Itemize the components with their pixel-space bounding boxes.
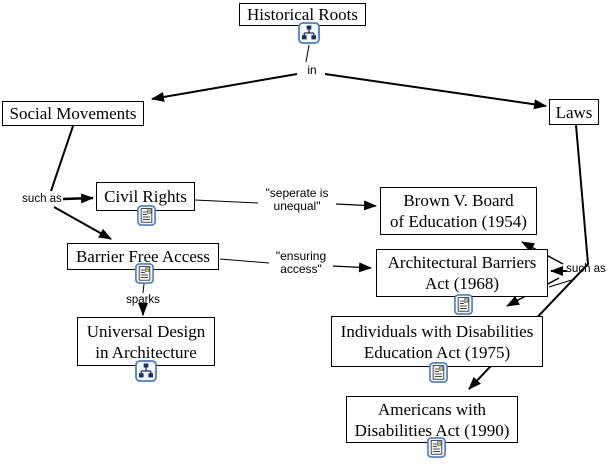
node-brown-v-board[interactable]: Brown V. Board of Education (1954) (380, 187, 537, 235)
link-label-line1: "ensuring (275, 249, 327, 263)
node-architectural-barriers[interactable]: Architectural Barriers Act (1968) (376, 249, 548, 297)
node-label: Laws (555, 102, 593, 122)
node-individuals-disabilities[interactable]: Individuals with Disabilities Education … (331, 316, 543, 367)
node-label-line1: Brown V. Board (403, 191, 514, 210)
node-label-line2: in Architecture (95, 342, 197, 362)
node-label: Civil Rights (104, 187, 187, 206)
node-label-line2: Act (1968) (424, 274, 500, 293)
node-civil-rights[interactable]: Civil Rights (96, 182, 195, 211)
link-label-such-as-left[interactable]: such as (22, 193, 62, 205)
link-label-ensuring-access[interactable]: "ensuring access" (263, 250, 339, 276)
node-social-movements[interactable]: Social Movements (2, 101, 144, 126)
document-icon[interactable] (454, 294, 473, 315)
document-icon[interactable] (427, 437, 446, 458)
link-label-line2: unequal" (273, 199, 321, 213)
node-universal-design[interactable]: Universal Design in Architecture (77, 317, 215, 366)
document-icon[interactable] (429, 362, 448, 383)
node-label-line1: Americans with (377, 399, 487, 419)
sitemap-icon[interactable] (135, 360, 157, 382)
link-label-line2: access" (280, 262, 322, 276)
link-label-such-as-right[interactable]: such as (566, 263, 606, 275)
link-label-line1: "seperate is (265, 186, 329, 200)
sitemap-icon[interactable] (298, 22, 320, 44)
link-label-separate-is-unequal[interactable]: "seperate is unequal" (253, 187, 341, 213)
node-label: Barrier Free Access (75, 247, 211, 266)
node-americans-disabilities[interactable]: Americans with Disabilities Act (1990) (346, 396, 518, 443)
link-label-in[interactable]: in (307, 63, 317, 77)
link-label-sparks[interactable]: sparks (126, 294, 160, 306)
document-icon[interactable] (137, 205, 156, 226)
node-label-line1: Individuals with Disabilities (340, 321, 534, 341)
node-historical-roots[interactable]: Historical Roots (239, 3, 366, 26)
node-label-line2: Disabilities Act (1990) (354, 420, 510, 440)
node-label-line1: Universal Design (86, 321, 206, 341)
node-label-line1: Architectural Barriers (387, 253, 537, 272)
node-label-line2: of Education (1954) (390, 212, 527, 231)
node-label: Historical Roots (247, 5, 358, 24)
document-icon[interactable] (135, 263, 154, 284)
node-label-line2: Education Act (1975) (363, 342, 511, 362)
node-label: Social Movements (9, 104, 137, 123)
node-laws[interactable]: Laws (549, 99, 599, 125)
